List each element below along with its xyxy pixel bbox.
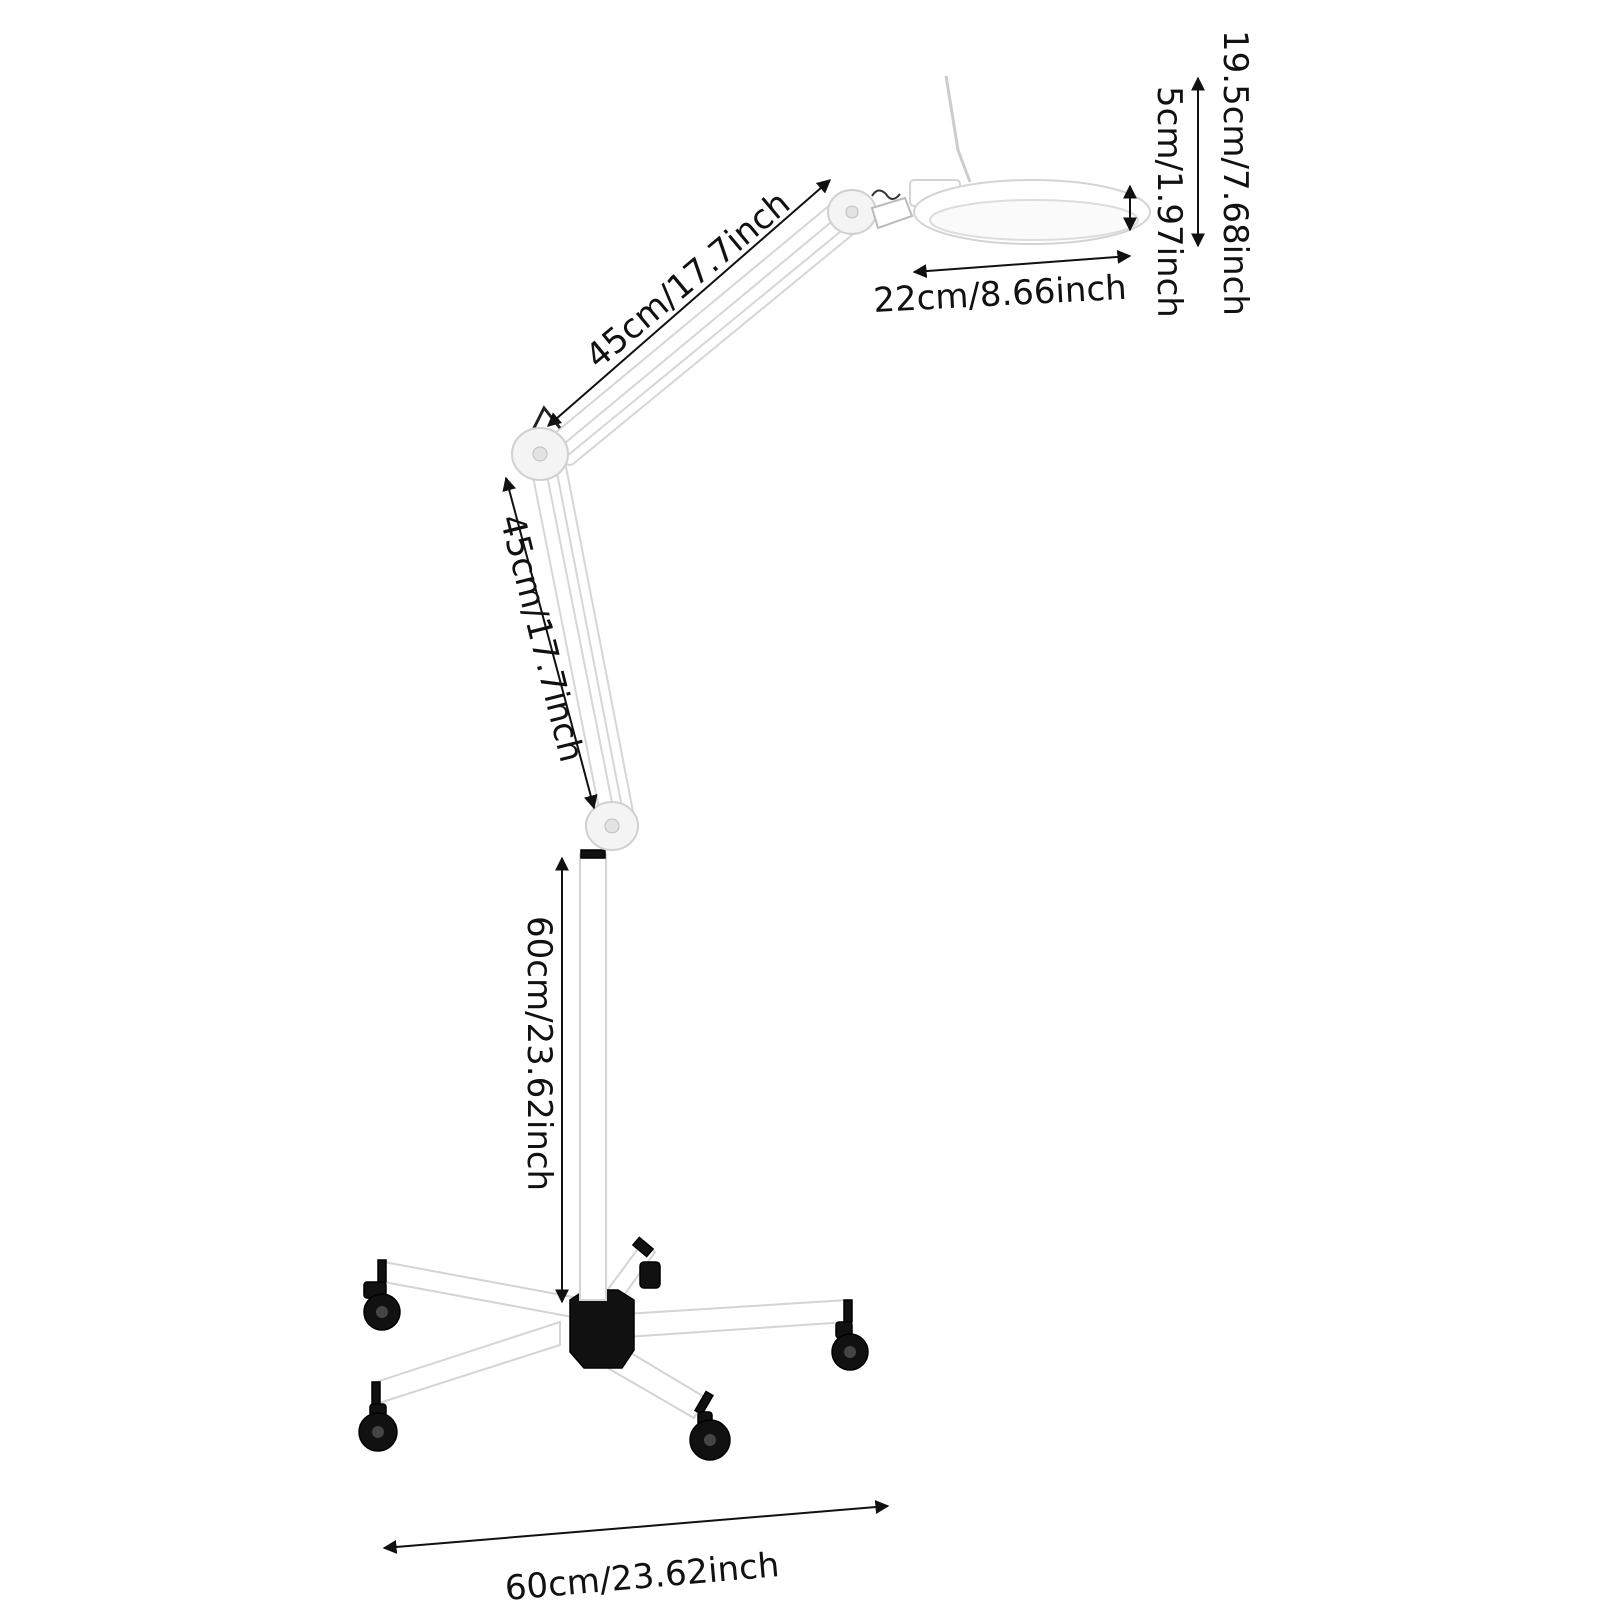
label-head-width: 22cm/8.66inch bbox=[872, 268, 1127, 321]
caster-back-right bbox=[639, 1261, 661, 1289]
label-head-thickness: 5cm/1.97inch bbox=[1149, 86, 1189, 318]
base-leg-back-left bbox=[383, 1260, 579, 1320]
lamp-joints bbox=[511, 189, 877, 851]
base-hub bbox=[569, 1289, 635, 1369]
head-mount-bracket bbox=[870, 196, 914, 230]
head-cable-top bbox=[944, 75, 972, 183]
caster-front-right bbox=[689, 1411, 731, 1461]
arrow-double-icon bbox=[912, 249, 1132, 279]
leg-cap-right bbox=[843, 1299, 853, 1323]
joint-upper bbox=[827, 189, 877, 235]
base-leg-right bbox=[609, 1298, 849, 1340]
dimension-arrows bbox=[382, 76, 1205, 1554]
lamp-pole bbox=[579, 849, 607, 1301]
caster-back-left bbox=[363, 1281, 401, 1331]
leg-cap-back-right bbox=[631, 1236, 655, 1258]
caster-right bbox=[831, 1321, 869, 1371]
caster-front-left bbox=[358, 1403, 398, 1452]
lamp-head bbox=[870, 75, 1151, 245]
pole-tube bbox=[579, 853, 607, 1301]
leg-cap-front-left bbox=[371, 1381, 381, 1405]
joint-lower bbox=[585, 801, 639, 851]
arrow-double-icon bbox=[546, 179, 832, 427]
label-pole-height: 60cm/23.62inch bbox=[519, 916, 559, 1191]
label-head-height: 19.5cm/7.68inch bbox=[1215, 30, 1255, 316]
leg-cap-back-left bbox=[377, 1259, 387, 1283]
base-leg-front-left bbox=[375, 1320, 561, 1406]
label-upper-arm: 45cm/17.7inch bbox=[578, 183, 798, 377]
label-base-width: 60cm/23.62inch bbox=[503, 1545, 781, 1600]
head-lens bbox=[929, 199, 1139, 241]
joint-middle bbox=[511, 427, 569, 481]
arrow-double-icon bbox=[382, 1500, 890, 1554]
lamp-upper-arm bbox=[528, 196, 866, 466]
pole-collar bbox=[580, 849, 606, 859]
arrow-double-icon bbox=[502, 476, 598, 810]
lamp-base bbox=[358, 1236, 869, 1461]
head-hinge-spring bbox=[871, 189, 901, 200]
